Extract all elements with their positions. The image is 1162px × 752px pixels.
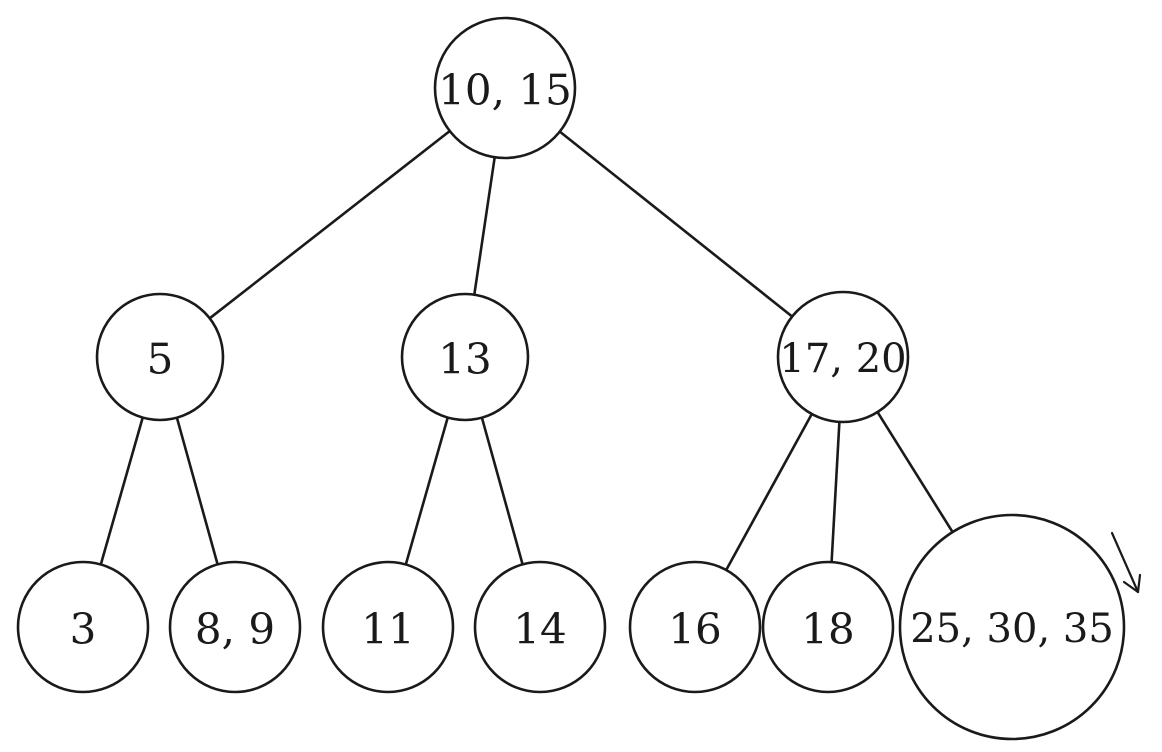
tree-node-16: 16 [628, 560, 762, 694]
edge-n-17-20-to-n-16 [724, 412, 814, 572]
edges-layer [99, 129, 954, 572]
node-circle [473, 560, 607, 694]
node-circle [400, 292, 530, 422]
edge-n-root-to-n-5 [208, 129, 452, 320]
node-label: 13 [438, 335, 491, 384]
tree-node-3: 3 [16, 560, 150, 694]
node-circle [776, 290, 910, 424]
split-arrow-icon [1110, 531, 1142, 594]
node-circle [898, 513, 1126, 741]
tree-node-8-9: 8, 9 [168, 560, 302, 694]
node-circle [168, 560, 302, 694]
node-circle [321, 560, 455, 694]
edge-n-5-to-n-3 [99, 416, 144, 566]
node-circle [628, 560, 762, 694]
tree-node-25-30-35: 25, 30, 35 [898, 513, 1126, 741]
edge-n-17-20-to-n-25-30-35 [876, 410, 954, 534]
edge-n-root-to-n-13 [472, 155, 497, 297]
node-label: 10, 15 [438, 66, 572, 115]
tree-node-14: 14 [473, 560, 607, 694]
tree-node-11: 11 [321, 560, 455, 694]
edge-n-17-20-to-n-18 [830, 420, 841, 564]
node-circle [761, 560, 895, 694]
node-label: 16 [668, 605, 721, 654]
node-label: 17, 20 [779, 336, 906, 382]
edge-n-13-to-n-14 [480, 416, 524, 566]
edge-n-13-to-n-11 [404, 416, 450, 566]
node-label: 25, 30, 35 [910, 606, 1114, 652]
node-label: 18 [801, 605, 854, 654]
edge-n-root-to-n-17-20 [558, 130, 794, 318]
tree-node-17-20: 17, 20 [776, 290, 910, 424]
node-circle [95, 292, 225, 422]
node-label: 14 [513, 605, 566, 654]
tree-node-5: 5 [95, 292, 225, 422]
tree-node-18: 18 [761, 560, 895, 694]
tree-node-13: 13 [400, 292, 530, 422]
edge-n-5-to-n-8-9 [175, 416, 219, 566]
node-label: 3 [70, 605, 97, 654]
node-circle [16, 560, 150, 694]
node-label: 11 [361, 605, 414, 654]
node-label: 5 [147, 335, 174, 384]
tree-node-root: 10, 15 [433, 16, 577, 160]
nodes-layer: 10, 15 5 13 17, 20 3 8, 9 11 14 16 18 25, 30, 35 [16, 16, 1126, 741]
node-circle [433, 16, 577, 160]
node-label: 8, 9 [195, 605, 275, 654]
